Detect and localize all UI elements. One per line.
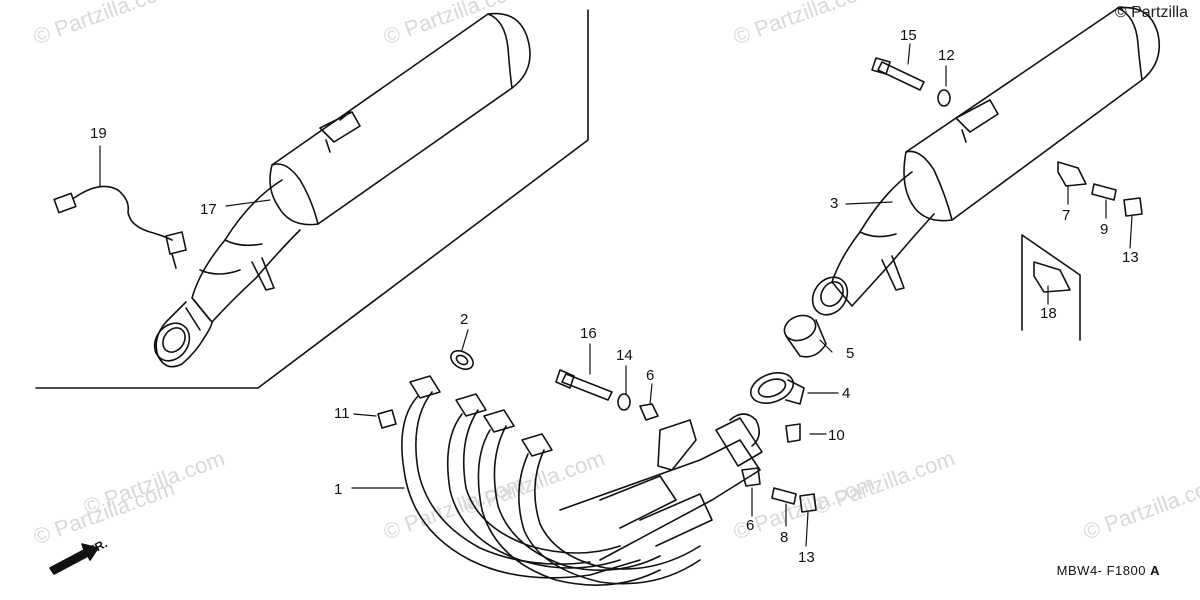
gasket-5	[783, 314, 827, 358]
callout-7: 7	[1062, 207, 1071, 224]
callout-6-upper: 6	[646, 367, 655, 384]
grommet-7	[1057, 161, 1087, 187]
callout-9: 9	[1100, 221, 1109, 238]
callout-18: 18	[1040, 305, 1057, 322]
washer-12	[937, 89, 951, 107]
callout-6-lower: 6	[746, 517, 755, 534]
inset-frame	[1021, 234, 1081, 341]
callout-1: 1	[334, 481, 343, 498]
clamp-4	[749, 372, 805, 405]
gasket-2	[450, 350, 474, 370]
callout-10: 10	[828, 427, 845, 444]
callout-17: 17	[200, 201, 217, 218]
exhaust-pipes	[401, 375, 763, 586]
nut-13-upper	[1123, 197, 1143, 217]
right-muffler	[811, 6, 1161, 316]
callout-19: 19	[90, 125, 107, 142]
bolt-16	[555, 369, 613, 401]
grommet-18	[1033, 261, 1071, 293]
callout-13-upper: 13	[1122, 249, 1139, 266]
oxygen-sensor	[53, 185, 187, 269]
collar-9	[1091, 183, 1117, 201]
callout-16: 16	[580, 325, 597, 342]
callout-11: 11	[334, 405, 350, 422]
callout-15: 15	[900, 27, 917, 44]
callout-8: 8	[780, 529, 789, 546]
diagram-code-text: MBW4- F1800	[1056, 563, 1146, 578]
nut-6-upper	[639, 403, 659, 421]
nut-6-lower	[741, 467, 761, 487]
callout-4: 4	[842, 385, 851, 402]
diagram-code-suffix: A	[1150, 563, 1160, 578]
nut-13-lower	[799, 493, 817, 513]
bolt-15	[871, 57, 925, 91]
callout-3: 3	[830, 195, 839, 212]
collar-8	[771, 487, 797, 505]
bolt-10	[785, 423, 801, 443]
leader-lines	[99, 43, 1133, 547]
inset-frame	[35, 9, 589, 389]
callout-5: 5	[846, 345, 855, 362]
washer-14	[617, 393, 631, 411]
diagram-code: MBW4- F1800 A	[1057, 563, 1160, 578]
callout-13-lower: 13	[798, 549, 815, 566]
callout-2: 2	[460, 311, 469, 328]
left-muffler	[153, 12, 531, 368]
callout-12: 12	[938, 47, 955, 64]
front-arrow-icon	[49, 543, 99, 575]
nut-11	[377, 409, 397, 429]
callout-14: 14	[616, 347, 633, 364]
